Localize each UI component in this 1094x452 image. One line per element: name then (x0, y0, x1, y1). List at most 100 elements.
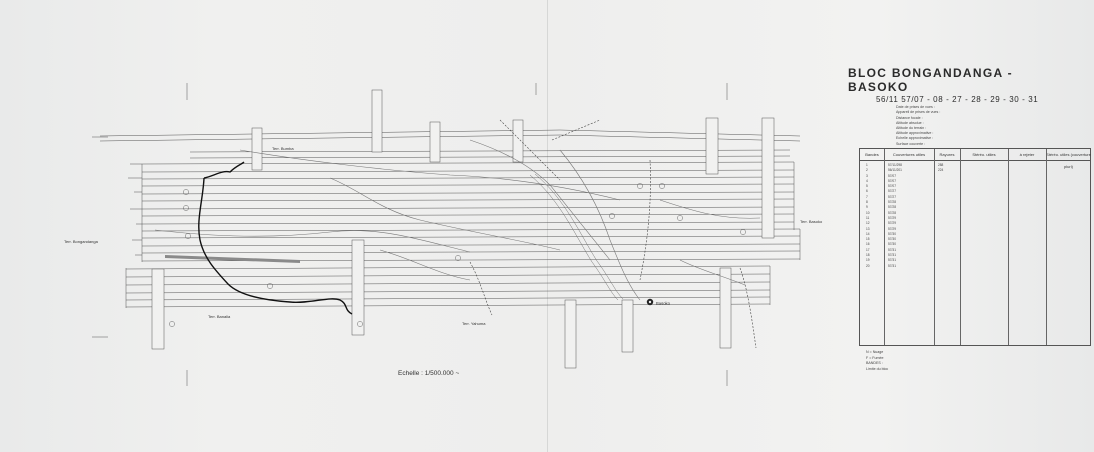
legend-line: BANDES : (866, 361, 883, 365)
table-cell: 57/30 (888, 242, 896, 247)
table-cell: 6 (866, 189, 868, 194)
territory-label-2: Terr. Bumba (272, 146, 294, 151)
map-title: BLOC BONGANDANGA - BASOKO (848, 66, 1013, 94)
table-cell: 57/30 (888, 231, 896, 236)
table-cell: 56/11/201 (888, 168, 902, 173)
table-cell: 8 (866, 200, 868, 205)
table-divider (960, 149, 961, 345)
strip-table: Bandes Couvertures utiles Rayures Stéréo… (859, 148, 1091, 346)
table-cell: 57/29 (888, 215, 896, 220)
legend-line: F = Fumée (866, 355, 884, 360)
table-row: 16 57/30 (860, 242, 1090, 247)
table-row: 18 57/31 (860, 253, 1090, 258)
table-cell: 3 (866, 173, 868, 178)
table-row: 19 57/31 (860, 258, 1090, 263)
scale-label: Echelle : 1/500.000 ~ (398, 370, 460, 377)
table-header: Stéréo. utiles (960, 149, 1008, 161)
territory-boundaries (469, 119, 757, 349)
table-row: 12 57/29 (860, 221, 1090, 226)
meta-line: Echelle approximative : (896, 136, 934, 141)
table-cell: 57/29 (888, 221, 896, 226)
strip-number-circles (169, 183, 746, 327)
legend-line: N = Nuage (866, 350, 884, 354)
table-row: 15 57/30 (860, 237, 1090, 242)
territory-label-4: Terr. Banalia (208, 314, 231, 319)
legend: N = Nuage F = Fumée BANDES : Limite du b… (866, 350, 1086, 372)
table-row: 5 57/07 (860, 184, 1090, 189)
table-header: Bandes (860, 149, 884, 161)
table-cell: 19 (866, 258, 870, 263)
table-cell: 12 (866, 221, 870, 226)
table-cell: 57/31 (888, 253, 896, 258)
table-cell: 10 (866, 210, 870, 215)
table-divider (1008, 149, 1009, 345)
shaded-strip (165, 255, 300, 263)
territory-label-0: Terr. Bongandanga (64, 239, 99, 244)
table-cell: 57/07 (888, 184, 896, 189)
town-label: Basoko (656, 301, 671, 306)
meta-line: Date de prises de vues : (896, 105, 935, 110)
table-cell: 57/30 (888, 237, 896, 242)
table-cell: 57/28 (888, 210, 896, 215)
table-row: 6 57/27 (860, 189, 1090, 194)
table-cell: 57/07 (888, 173, 896, 178)
road (529, 173, 624, 301)
table-cell: 4 (866, 178, 868, 183)
territory-label-3: Terr. Yahuma (462, 321, 486, 326)
meta-line: Appareil de prises de vues : (896, 110, 941, 115)
table-divider (1046, 149, 1047, 345)
table-cell: 224 (938, 168, 944, 173)
table-cell: 18 (866, 253, 870, 258)
table-row: 1 57/11/298 288 (860, 163, 1090, 168)
table-divider (884, 149, 885, 345)
meta-line: Distance focale : (896, 115, 923, 120)
title-block: BLOC BONGANDANGA - BASOKO 56/11 57/07 - … (848, 66, 1078, 146)
table-cell: 57/31 (888, 247, 896, 252)
table-header: Stéréo. utiles (couverture pluri) (1046, 149, 1091, 169)
table-cell: 1 (866, 163, 868, 167)
meta-line: Surface couverte : (896, 141, 926, 146)
graticule (92, 83, 728, 386)
table-row: 4 57/07 (860, 179, 1090, 184)
table-cell: 288 (938, 163, 944, 167)
table-row: 10 57/28 (860, 211, 1090, 216)
table-cell: 7 (866, 194, 868, 199)
flight-strips (99, 129, 801, 308)
table-cell: 57/11/298 (888, 163, 902, 167)
table-row: 2 56/11/201 224 (860, 168, 1090, 173)
table-cell: 57/31 (888, 258, 896, 263)
table-cell: 11 (866, 215, 870, 220)
meta-line: Altitude absolue : (896, 120, 924, 125)
table-cell: 57/28 (888, 205, 896, 210)
table-cell: 57/27 (888, 189, 896, 194)
table-divider (934, 149, 935, 345)
territory-label-1: Terr. Basoko (800, 219, 823, 224)
table-row: 7 57/27 (860, 195, 1090, 200)
table-cell: 20 (866, 263, 870, 268)
table-row: 3 57/07 (860, 174, 1090, 179)
table-cell: 2 (866, 168, 868, 173)
sheet-fold-line (547, 0, 548, 452)
legend-line: Limite du bloc (866, 366, 889, 371)
table-cell: 57/07 (888, 178, 896, 183)
map-subtitle: 56/11 57/07 - 08 - 27 - 28 - 29 - 30 - 3… (876, 95, 1039, 104)
table-header: à rejeter (1008, 149, 1046, 161)
vertical-strips (151, 89, 775, 369)
table-cell: 15 (866, 237, 870, 242)
block-limit (198, 161, 353, 315)
table-row: 11 57/29 (860, 216, 1090, 221)
meta-line: Altitude du terrain : (896, 125, 927, 130)
table-cell: 5 (866, 184, 868, 189)
table-cell: 16 (866, 242, 870, 247)
table-header: Couvertures utiles (884, 149, 934, 161)
table-cell: 13 (866, 226, 870, 231)
meta-line: Altitude approximative : (896, 131, 934, 136)
table-header: Rayures (934, 149, 960, 161)
table-cell: 57/27 (888, 194, 896, 199)
